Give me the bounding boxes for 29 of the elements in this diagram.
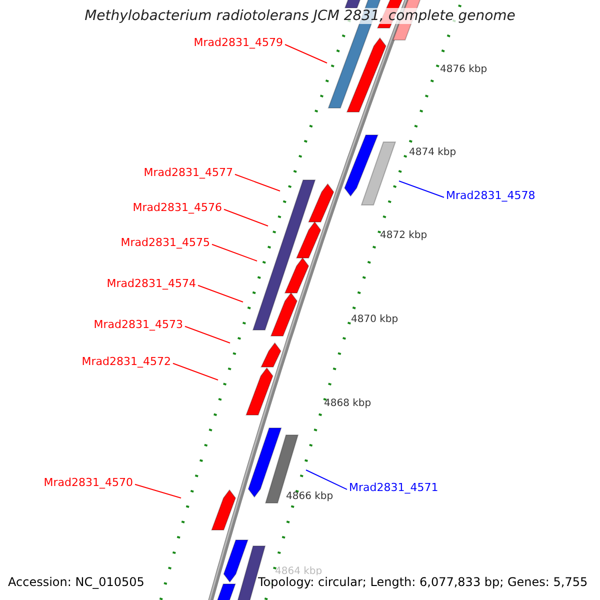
gene-label: Mrad2831_4570 bbox=[44, 476, 133, 489]
gene-label: Mrad2831_4579 bbox=[194, 36, 283, 49]
gene-label: Mrad2831_4571 bbox=[349, 481, 438, 494]
genome-info-text: Topology: circular; Length: 6,077,833 bp; Genes: 5,755 bbox=[258, 575, 588, 589]
tick-label: 4868 kbp bbox=[324, 398, 372, 409]
leader-line bbox=[172, 362, 218, 380]
tick-label: 4866 kbp bbox=[286, 491, 334, 502]
gene-label: Mrad2831_4576 bbox=[132, 201, 222, 214]
accession-text: Accession: NC_010505 bbox=[8, 575, 144, 589]
gene-label: Mrad2831_4573 bbox=[94, 318, 183, 331]
tick-label: 4872 kbp bbox=[380, 230, 428, 241]
leader-line bbox=[198, 284, 244, 302]
leader-line bbox=[284, 44, 328, 64]
gene-label: Mrad2831_4574 bbox=[106, 277, 196, 290]
leader-line bbox=[212, 244, 258, 262]
leader-line bbox=[398, 180, 444, 198]
tick-label: 4876 kbp bbox=[440, 64, 488, 75]
leader-line bbox=[224, 208, 268, 226]
leader-line bbox=[134, 484, 182, 498]
leader-line bbox=[234, 174, 280, 192]
leader-line bbox=[184, 326, 230, 344]
gene-label: Mrad2831_4572 bbox=[82, 355, 171, 368]
gene-label: Mrad2831_4577 bbox=[144, 166, 233, 179]
gene-label: Mrad2831_4578 bbox=[446, 189, 536, 202]
gene-label: Mrad2831_4575 bbox=[120, 236, 210, 249]
tick-label: 4864 kbp bbox=[275, 566, 322, 577]
tick-label: 4874 kbp bbox=[409, 147, 456, 158]
tick-label: 4870 kbp bbox=[351, 314, 398, 325]
leader-line bbox=[306, 470, 348, 490]
